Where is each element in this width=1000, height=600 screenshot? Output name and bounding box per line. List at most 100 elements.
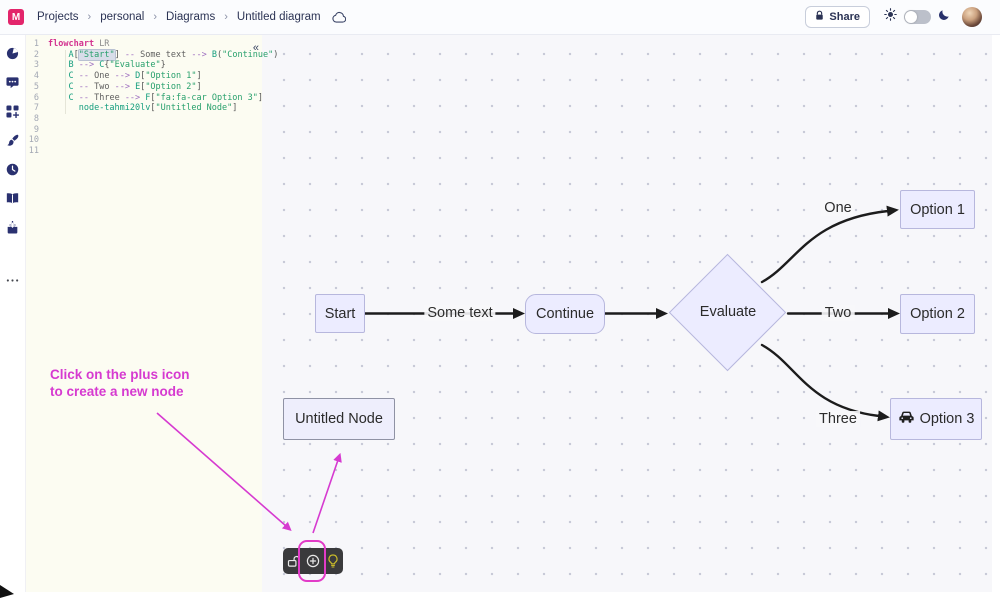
hint-lightbulb-icon[interactable] [326,554,340,568]
docs-icon[interactable] [6,191,20,205]
code-token: ] [232,103,238,114]
line-number: 1 [33,39,39,49]
code-token: Three [88,92,125,103]
code-token: C [99,60,105,71]
code-token: [ [150,92,156,103]
breadcrumb-untitled-diagram[interactable]: Untitled diagram [236,11,321,23]
code-token: ] [114,49,120,60]
node-label: Option 1 [910,201,965,218]
code-token: C [68,92,74,103]
code-line[interactable]: 1 flowchart LR [26,39,262,50]
code-text: B --> C{"Evaluate"} [48,60,166,71]
code-token: -- [78,71,89,82]
code-token: One [88,71,115,82]
code-token: [ [140,71,146,82]
node-continue[interactable]: Continue [525,294,605,334]
node-option3[interactable]: Option 3 [890,398,982,440]
node-start[interactable]: Start [315,294,365,333]
node-option1[interactable]: Option 1 [900,190,975,229]
code-line[interactable]: 4 C -- One --> D["Option 1"] [26,71,262,82]
history-icon[interactable] [6,162,20,176]
code-token [48,82,68,92]
code-token: -- [78,92,89,103]
code-token: ) [273,49,279,60]
code-token [48,71,68,81]
edge-label-one: One [821,200,855,216]
share-button[interactable]: Share [805,6,870,28]
line-number: 5 [33,81,39,92]
breadcrumb-separator: › [153,11,158,23]
line-number: 9 [33,124,39,135]
mouse-cursor [0,585,14,598]
user-avatar[interactable] [962,7,982,27]
code-token: D [135,71,141,82]
sun-icon [884,8,897,26]
edge-label-some-text: Some text [424,305,496,321]
code-token: Two [88,81,115,92]
annotation-line-2: to create a new node [50,384,184,399]
diagram-canvas[interactable]: Start Continue Evaluate Option 1 Option … [262,35,992,592]
theme-icon[interactable] [6,133,20,147]
line-number: 11 [28,146,39,157]
edge-evaluate-option3 [760,343,890,422]
node-option2[interactable]: Option 2 [900,294,975,334]
code-line[interactable]: 5 C -- Two --> E["Option 2"] [26,82,262,93]
toggle-knob [905,11,917,23]
code-line[interactable]: 10 [26,135,262,146]
code-token: ] [196,81,202,92]
node-label: Option 2 [910,306,965,322]
code-line[interactable]: 8 [26,114,262,125]
code-token: ] [257,92,264,103]
node-untitled[interactable]: Untitled Node [283,398,395,440]
dark-mode-toggle[interactable] [904,10,931,24]
code-token: C [68,81,74,92]
breadcrumb-projects[interactable]: Projects [37,11,79,23]
chat-icon[interactable] [6,75,20,89]
code-token: ] [196,71,202,82]
export-icon[interactable] [6,220,20,234]
code-token: LR [99,39,110,49]
more-icon[interactable] [6,273,20,287]
indent-guide [65,50,66,114]
moon-icon [938,8,950,26]
sample-diagrams-icon[interactable] [6,46,20,60]
code-token: "Evaluate" [109,60,161,71]
code-token: C [68,71,74,82]
node-label: Option 3 [919,411,975,427]
line-number: 6 [33,92,39,103]
templates-icon[interactable] [6,104,20,118]
code-line[interactable]: 9 [26,125,262,136]
code-token: { [104,60,110,71]
code-line[interactable]: 6 C -- Three --> F["fa:fa-car Option 3"] [26,92,264,104]
code-token: [ [73,49,79,60]
code-token: "Start" [78,49,115,60]
breadcrumb-personal[interactable]: personal [100,11,145,23]
breadcrumb-diagrams[interactable]: Diagrams [166,11,216,23]
mermaid-logo-icon[interactable]: M [8,9,24,25]
code-token: --> [124,92,141,103]
edge-evaluate-option1 [760,205,899,284]
plus-icon-highlight-ring [298,540,326,582]
code-line[interactable]: 7 node-tahmi20lv["Untitled Node"] [26,103,262,114]
add-node-plus-icon[interactable] [306,554,320,568]
canvas-toolbar [283,548,343,574]
code-token: [ [140,81,146,92]
code-text: flowchart LR [48,39,109,50]
lock-icon [815,10,824,24]
code-token: "fa:fa-car Option 3" [155,92,258,103]
node-label: Untitled Node [295,411,383,427]
code-token: -- [124,49,136,60]
code-token: B [68,60,74,71]
node-label: Continue [535,306,595,322]
code-token: B [211,49,217,60]
code-line[interactable]: 3 B --> C{"Evaluate"} [26,60,262,71]
code-line[interactable]: 2 A["Start"] -- Some text --> B("Continu… [26,49,278,61]
cloud-sync-icon[interactable] [331,10,346,25]
code-line[interactable]: 11 [26,146,262,157]
edge-label-two: Two [821,305,855,321]
collapse-panel-icon[interactable]: « [252,42,259,54]
code-token: } [160,60,166,71]
